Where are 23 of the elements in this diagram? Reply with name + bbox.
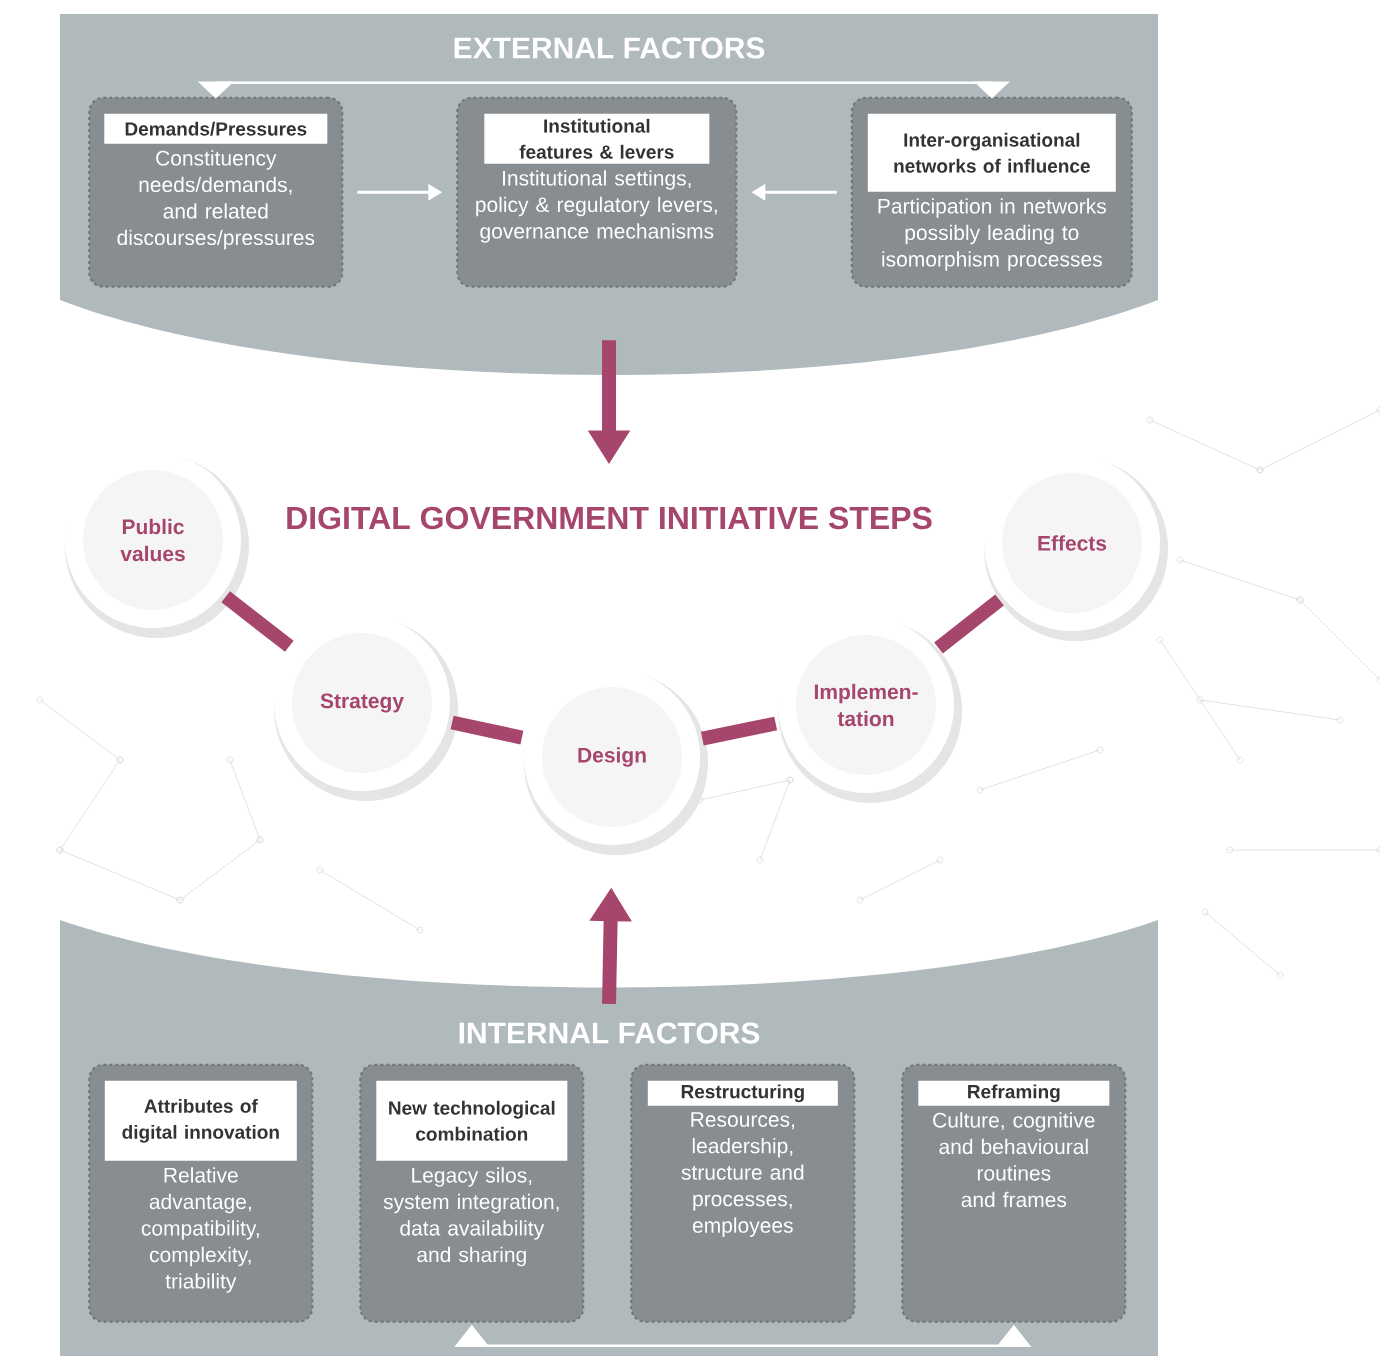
box-description: Institutional settings, policy & regulatory levers, governance mechanisms xyxy=(476,170,717,243)
box-description: Legacy silos, system integration, data availability and sharing xyxy=(383,1167,559,1267)
box-heading: New technological combination xyxy=(376,1080,568,1161)
box-heading: Reframing xyxy=(918,1080,1110,1106)
box-heading: Institutional features & levers xyxy=(484,113,710,164)
bracket-arrow xyxy=(197,81,1010,99)
box-description: Constituency needs/demands, and related discourses/pressures xyxy=(117,150,315,250)
connector xyxy=(221,591,294,652)
box-description: Relative advantage, compatibility, complexity, triability xyxy=(141,1167,259,1293)
box-heading: Demands/Pressures xyxy=(104,113,328,144)
connector xyxy=(934,594,1004,654)
box-description: Resources, leadership, structure and processes, employees xyxy=(681,1112,804,1237)
diagram-title: DIGITAL GOVERNMENT INITIATIVE STEPS xyxy=(287,506,932,530)
connector xyxy=(700,716,778,746)
bracket-arrow xyxy=(455,1325,1032,1348)
box-description: Culture, cognitive and behavioural routines and frames xyxy=(933,1112,1095,1208)
box-heading: Inter-organisational networks of influence xyxy=(867,113,1116,192)
box-heading: Attributes of digital innovation xyxy=(104,1080,297,1161)
box-heading: Restructuring xyxy=(647,1080,838,1106)
connector xyxy=(450,715,524,745)
band-heading: INTERNAL FACTORS xyxy=(459,1022,760,1044)
band-heading: EXTERNAL FACTORS xyxy=(454,37,765,59)
box-description: Participation in networks possibly leading to isomorphism processes xyxy=(878,198,1106,271)
